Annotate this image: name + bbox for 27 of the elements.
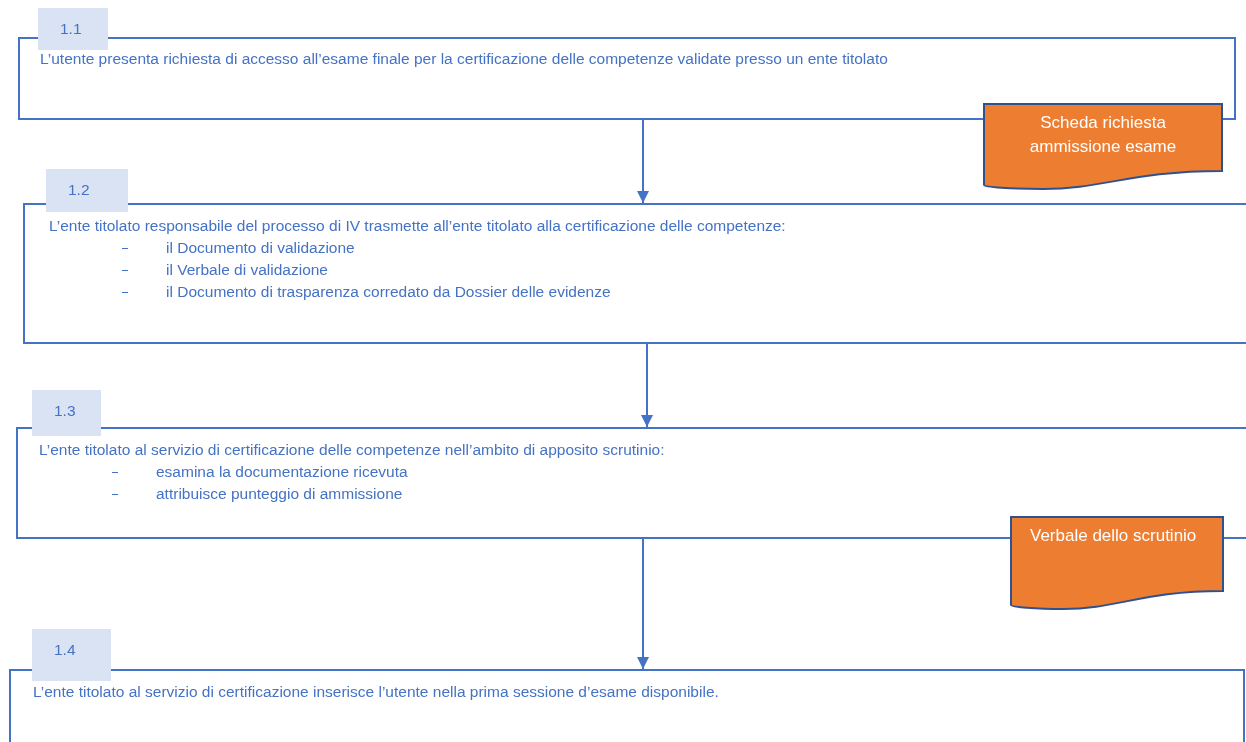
step-description: L’utente presenta richiesta di accesso all’esame finale per la certificazione delle competenze validate presso un ente titolato: [40, 49, 889, 69]
step-number-tab: [32, 390, 101, 436]
document-label: Verbale dello scrutinio: [1030, 525, 1198, 547]
list-item: il Documento di validazione: [166, 238, 355, 258]
arrow: [641, 343, 653, 428]
list-item: il Verbale di validazione: [166, 260, 328, 280]
step-number-tab: [32, 629, 111, 681]
process-box: [16, 427, 1246, 539]
arrow: [637, 119, 649, 204]
process-box: [9, 669, 1245, 742]
document-shape: [1010, 516, 1224, 611]
arrow: [637, 538, 649, 670]
step-number: 1.4: [54, 641, 76, 659]
step-number: 1.1: [60, 20, 82, 38]
step-number-tab: [46, 169, 128, 212]
step-number: 1.2: [68, 181, 90, 199]
step-description: L’ente titolato al servizio di certificazione inserisce l’utente nella prima sessione d’esame disponibile.: [33, 682, 720, 702]
list-item: attribuisce punteggio di ammissione: [156, 484, 403, 504]
document-label: Scheda richiesta ammissione esame: [1028, 112, 1178, 158]
list-item: il Documento di trasparenza corredato da Dossier delle evidenze: [166, 282, 611, 302]
list-item: esamina la documentazione ricevuta: [156, 462, 408, 482]
step-number: 1.3: [54, 402, 76, 420]
step-number-tab: [38, 8, 108, 50]
process-box: [23, 203, 1246, 344]
document-shape: [983, 103, 1223, 191]
step-description: L’ente titolato al servizio di certificazione delle competenze nell’ambito di apposito scrutinio:: [39, 440, 666, 460]
step-description: L’ente titolato responsabile del processo di IV trasmette all’ente titolato alla certificazione delle competenze:: [49, 216, 787, 236]
